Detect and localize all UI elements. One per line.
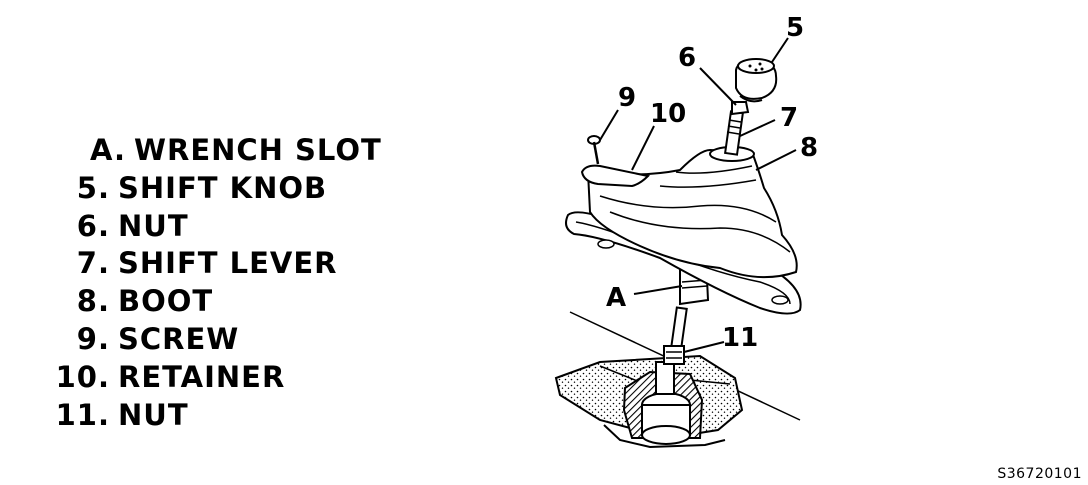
leader-9 — [599, 109, 619, 141]
legend-text: NUT — [118, 397, 189, 432]
leader-8 — [755, 149, 797, 171]
legend-key: 10. — [55, 359, 110, 394]
legend-key: 9. — [76, 321, 110, 356]
callout-10: 10 — [650, 99, 686, 129]
shift-knob — [735, 58, 778, 103]
legend-key: 8. — [76, 284, 110, 319]
legend-text: SHIFT KNOB — [118, 170, 328, 205]
legend-text: SCREW — [118, 321, 240, 356]
legend-text: NUT — [118, 208, 189, 243]
legend-text: BOOT — [118, 284, 214, 319]
legend-key: 6. — [76, 208, 110, 243]
leader-A — [633, 285, 683, 295]
legend-key: 7. — [76, 246, 110, 281]
leader-lines — [599, 37, 797, 353]
legend-item-nut: 6. NUT — [52, 208, 382, 246]
callout-5: 5 — [786, 13, 804, 43]
legend-item-shift-lever: 7. SHIFT LEVER — [52, 245, 382, 283]
leader-10 — [631, 125, 655, 171]
parts-legend: A. WRENCH SLOT 5. SHIFT KNOB 6. NUT 7. S… — [52, 132, 382, 434]
leader-7 — [739, 119, 776, 137]
legend-item-shift-knob: 5. SHIFT KNOB — [52, 170, 382, 208]
screw — [587, 135, 601, 165]
retainer-plate — [580, 164, 651, 188]
callout-A: A — [606, 283, 626, 313]
legend-text: WRENCH SLOT — [134, 133, 382, 167]
figure-code: S36720101 — [997, 466, 1082, 482]
legend-text: RETAINER — [118, 359, 286, 394]
shift-lever-top — [724, 110, 744, 156]
callout-8: 8 — [800, 133, 818, 163]
legend-key: 11. — [55, 397, 110, 432]
callout-11: 11 — [722, 323, 758, 353]
legend-item-retainer: 10. RETAINER — [52, 359, 382, 397]
legend-item-wrench-slot: A. WRENCH SLOT — [52, 132, 382, 170]
leader-11 — [683, 341, 725, 353]
leader-5 — [771, 37, 789, 63]
legend-key: A. — [90, 133, 126, 167]
legend-item-nut-lower: 11. NUT — [52, 397, 382, 435]
legend-item-screw: 9. SCREW — [52, 321, 382, 359]
legend-item-boot: 8. BOOT — [52, 283, 382, 321]
legend-text: SHIFT LEVER — [118, 246, 338, 281]
legend-key: 5. — [76, 170, 110, 205]
callout-7: 7 — [780, 103, 798, 133]
callout-9: 9 — [618, 83, 636, 113]
leader-6 — [699, 67, 737, 106]
floor-console — [554, 354, 744, 449]
callout-6: 6 — [678, 43, 696, 73]
lower-shaft — [663, 306, 688, 365]
